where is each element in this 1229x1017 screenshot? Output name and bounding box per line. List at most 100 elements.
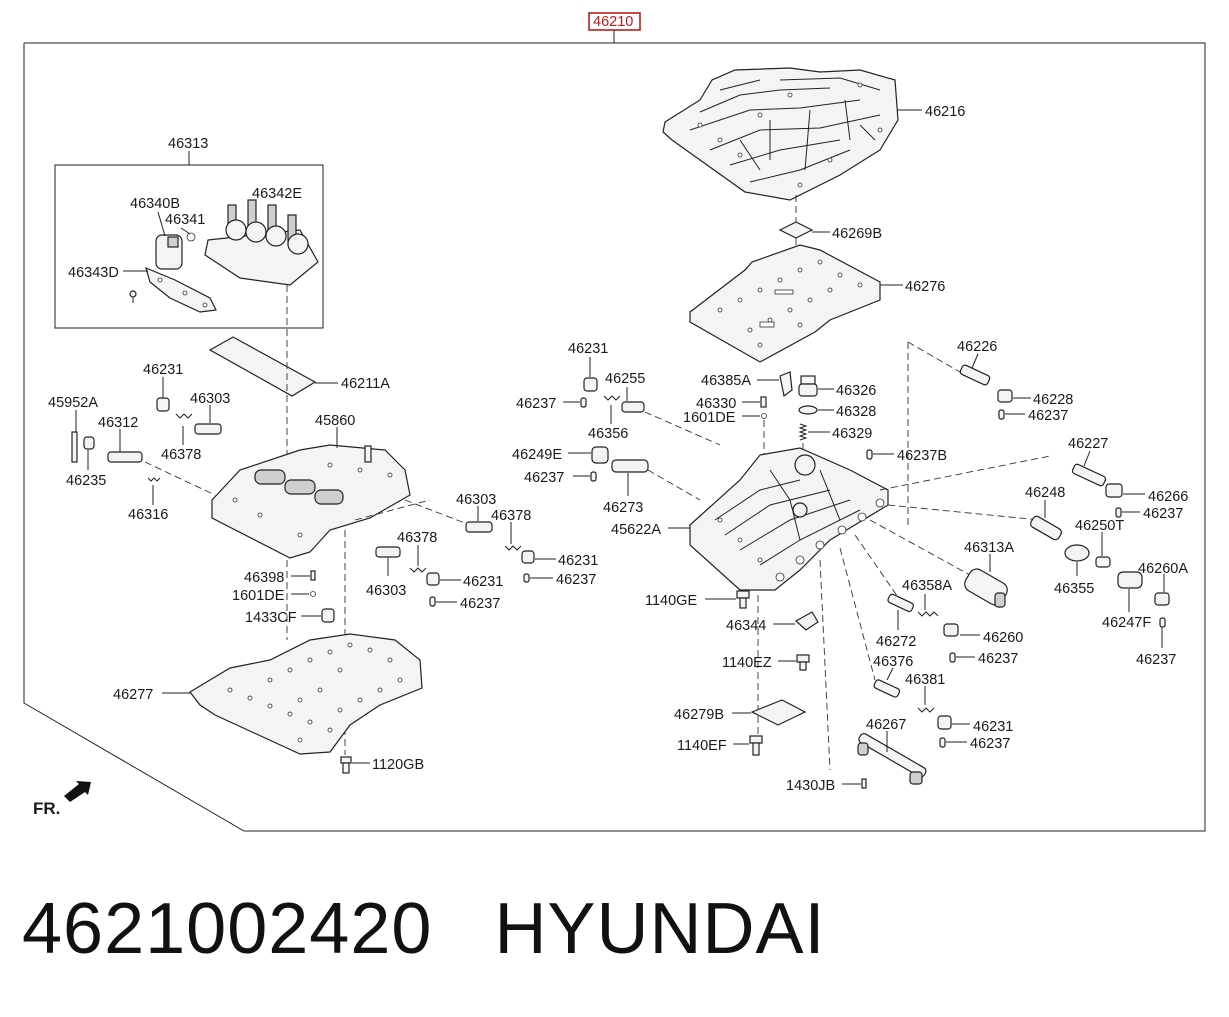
part-46269B	[778, 221, 814, 239]
brand-name: HYUNDAI	[494, 889, 826, 969]
callout-46235[interactable]: 46235	[66, 473, 106, 489]
callout-46237-h[interactable]: 46237	[978, 651, 1018, 667]
bracket-46279B	[750, 699, 807, 726]
callout-46376[interactable]: 46376	[873, 654, 913, 670]
callout-45622A[interactable]: 45622A	[611, 522, 661, 538]
callout-46277[interactable]: 46277	[113, 687, 153, 703]
callout-1601DE-a[interactable]: 1601DE	[232, 588, 285, 604]
callout-46237-e[interactable]: 46237	[1028, 408, 1068, 424]
callout-46326[interactable]: 46326	[836, 383, 876, 399]
valve-46267	[857, 733, 927, 785]
callout-46226[interactable]: 46226	[957, 339, 997, 355]
callout-1433CF[interactable]: 1433CF	[245, 610, 297, 626]
valve-46376	[873, 679, 901, 698]
callout-46378-a[interactable]: 46378	[161, 447, 201, 463]
callout-46341[interactable]: 46341	[165, 212, 205, 228]
callout-1430JB[interactable]: 1430JB	[786, 778, 835, 794]
callout-46237-f[interactable]: 46237	[1143, 506, 1183, 522]
callout-46329[interactable]: 46329	[832, 426, 872, 442]
valve-body-45622A	[689, 447, 889, 591]
callout-46279B[interactable]: 46279B	[674, 707, 724, 723]
callout-46272[interactable]: 46272	[876, 634, 916, 650]
plug-46228	[997, 389, 1013, 403]
callout-46303-c[interactable]: 46303	[366, 583, 406, 599]
callout-46312[interactable]: 46312	[98, 415, 138, 431]
callout-46231-a[interactable]: 46231	[143, 362, 183, 378]
callout-46231-c[interactable]: 46231	[463, 574, 503, 590]
callout-46344[interactable]: 46344	[726, 618, 766, 634]
callout-46330[interactable]: 46330	[696, 396, 736, 412]
callout-46228[interactable]: 46228	[1033, 392, 1073, 408]
assembly-number: 46210	[593, 14, 633, 30]
callout-46237-c[interactable]: 46237	[516, 396, 556, 412]
callout-46231-b[interactable]: 46231	[558, 553, 598, 569]
callout-46269B[interactable]: 46269B	[832, 226, 882, 242]
part-46247F	[1117, 571, 1143, 589]
callout-46358A[interactable]: 46358A	[902, 578, 952, 594]
callout-46378-c[interactable]: 46378	[397, 530, 437, 546]
part-caption: 4621002420 HYUNDAI	[22, 888, 825, 970]
callout-46313A[interactable]: 46313A	[964, 540, 1014, 556]
callout-46276[interactable]: 46276	[905, 279, 945, 295]
pin-46330	[760, 396, 767, 408]
separator-plate-46277	[189, 633, 423, 755]
plug-46255	[621, 401, 645, 413]
callout-46237B[interactable]: 46237B	[897, 448, 947, 464]
separator-plate-46276	[689, 244, 881, 363]
callout-46237-i[interactable]: 46237	[970, 736, 1010, 752]
callout-46237-a[interactable]: 46237	[556, 572, 596, 588]
callout-46260A[interactable]: 46260A	[1138, 561, 1188, 577]
callout-46343D[interactable]: 46343D	[68, 265, 119, 281]
callout-46255[interactable]: 46255	[605, 371, 645, 387]
part-46231-left	[156, 397, 170, 412]
callout-1140EZ[interactable]: 1140EZ	[722, 655, 772, 671]
callout-1120GB[interactable]: 1120GB	[372, 757, 424, 773]
part-46211A	[208, 336, 317, 397]
callout-46267[interactable]: 46267	[866, 717, 906, 733]
callout-46249E[interactable]: 46249E	[512, 447, 562, 463]
callout-46237-g[interactable]: 46237	[1136, 652, 1176, 668]
callout-46216[interactable]: 46216	[925, 104, 965, 120]
callout-46231-d[interactable]: 46231	[568, 341, 608, 357]
callout-46355[interactable]: 46355	[1054, 581, 1094, 597]
callout-46385A[interactable]: 46385A	[701, 373, 751, 389]
callout-46328[interactable]: 46328	[836, 404, 876, 420]
callout-46316[interactable]: 46316	[128, 507, 168, 523]
bolt-1140GE	[736, 590, 750, 609]
callout-46356[interactable]: 46356	[588, 426, 628, 442]
callout-46303-b[interactable]: 46303	[456, 492, 496, 508]
callout-46381[interactable]: 46381	[905, 672, 945, 688]
callout-46313[interactable]: 46313	[168, 136, 208, 152]
callout-46247F[interactable]: 46247F	[1102, 615, 1151, 631]
callout-46340B[interactable]: 46340B	[130, 196, 180, 212]
callout-1140GE[interactable]: 1140GE	[645, 593, 697, 609]
plug-46260A	[1154, 592, 1170, 606]
callout-46231-e[interactable]: 46231	[973, 719, 1013, 735]
seal-46237-f	[1115, 507, 1122, 518]
callout-46273[interactable]: 46273	[603, 500, 643, 516]
valve-46248	[1030, 515, 1062, 541]
front-arrow-icon	[64, 781, 91, 802]
assembly-number-box[interactable]	[588, 12, 641, 31]
callout-46250T[interactable]: 46250T	[1075, 518, 1124, 534]
callout-45860[interactable]: 45860	[315, 413, 355, 429]
callout-46398[interactable]: 46398	[244, 570, 284, 586]
callout-46342E[interactable]: 46342E	[252, 186, 302, 202]
callout-46303-a[interactable]: 46303	[190, 391, 230, 407]
seal-46237-e	[998, 409, 1005, 420]
part-number: 4621002420	[22, 889, 433, 969]
callout-46211A[interactable]: 46211A	[341, 376, 390, 392]
callout-45952A[interactable]: 45952A	[48, 395, 98, 411]
callout-46378-b[interactable]: 46378	[491, 508, 531, 524]
assembly-frame	[23, 42, 1206, 832]
valve-46272	[887, 593, 914, 613]
callout-46266[interactable]: 46266	[1148, 489, 1188, 505]
callout-46237-d[interactable]: 46237	[524, 470, 564, 486]
callout-46260[interactable]: 46260	[983, 630, 1023, 646]
callout-46227[interactable]: 46227	[1068, 436, 1108, 452]
callout-46248[interactable]: 46248	[1025, 485, 1065, 501]
callout-1601DE-b[interactable]: 1601DE	[683, 410, 736, 426]
ball-1601DE-left	[310, 591, 316, 597]
callout-46237-b[interactable]: 46237	[460, 596, 500, 612]
callout-1140EF[interactable]: 1140EF	[677, 738, 727, 754]
